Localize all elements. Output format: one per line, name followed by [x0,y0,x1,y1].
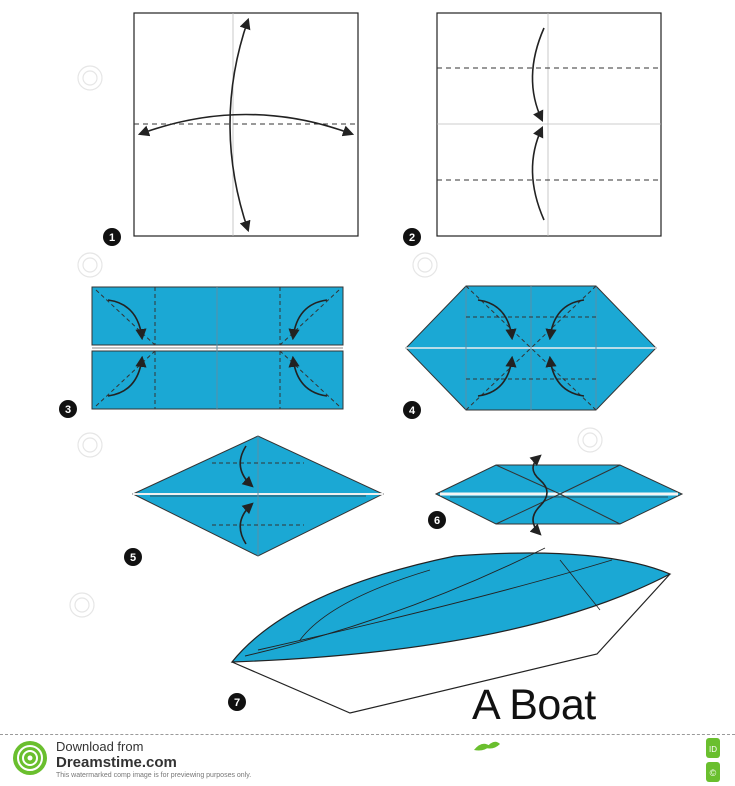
step-5-diagram [131,435,385,557]
step-4-badge: 4 [403,401,421,419]
dreamstime-logo-icon [13,741,47,775]
svg-text:3: 3 [65,404,71,416]
watermark-footer: Download from Dreamstime.com This waterm… [0,734,735,786]
curved-arrow-icon [531,27,545,123]
step-3-diagram [91,286,344,410]
svg-text:©: © [710,768,717,778]
curved-arrow-icon [545,355,585,397]
curved-arrow-icon [477,355,517,397]
step-1-diagram [133,12,359,237]
step-6-diagram [434,454,684,536]
double-arrow-icon [239,445,254,488]
svg-text:5: 5 [130,552,136,564]
double-arrow-icon [229,17,251,233]
boat-deck [230,552,672,663]
curved-arrow-icon [477,299,517,341]
curved-arrow-icon [531,125,545,221]
curved-arrow-icon [288,299,328,341]
double-arrow-icon [137,113,355,137]
svg-text:1: 1 [109,232,115,244]
leaf-icon [474,741,500,751]
svg-text:4: 4 [409,405,416,417]
step-4-diagram [405,285,657,411]
curved-arrow-icon [107,355,147,397]
step-2-badge: 2 [403,228,421,246]
diagram-title: A Boat [472,681,596,729]
svg-text:2: 2 [409,232,415,244]
double-arrow-icon [239,502,254,545]
curved-arrow-icon [529,454,548,536]
step-badges: 1 2 3 4 5 6 7 [59,228,446,711]
curved-arrow-icon [288,355,328,397]
origami-diagram: 1 2 3 4 5 6 7 [59,12,684,714]
watermark-note: This watermarked comp image is for previ… [56,772,252,779]
step-7-badge: 7 [228,693,246,711]
step-1-badge: 1 [103,228,121,246]
svg-text:7: 7 [234,697,240,709]
curved-arrow-icon [545,299,585,341]
footer-divider [0,734,735,735]
site-name: Dreamstime.com [56,754,177,771]
download-credit: Download from Dreamstime.com This waterm… [56,739,251,780]
step-2-diagram [436,12,662,237]
curved-arrow-icon [107,299,147,341]
step-6-badge: 6 [428,511,446,529]
step-5-badge: 5 [124,548,142,566]
svg-text:ID: ID [709,745,717,754]
download-label: Download from [56,739,144,754]
step-7-diagram [230,547,672,714]
step-3-badge: 3 [59,400,77,418]
svg-text:6: 6 [434,515,440,527]
side-id-badge: ID © [706,738,720,782]
